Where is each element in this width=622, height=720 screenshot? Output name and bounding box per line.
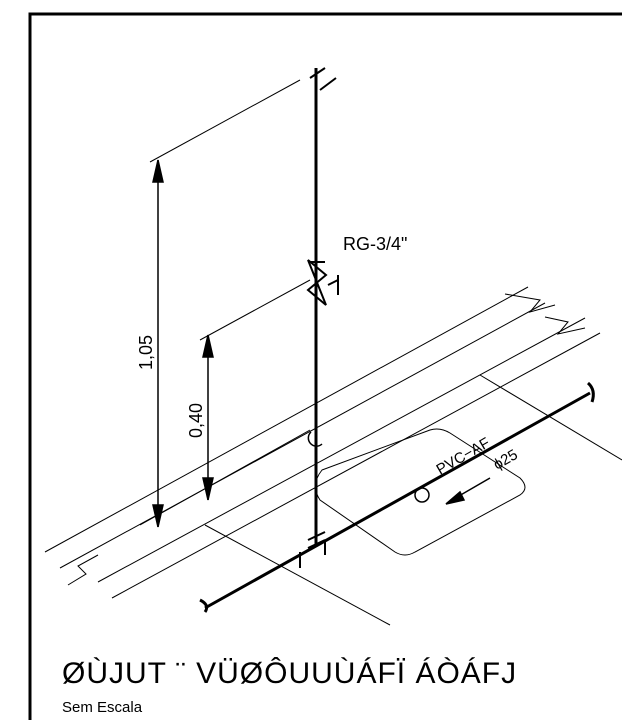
- flow-arrow-icon: [445, 477, 491, 505]
- top-break-icon: [309, 67, 337, 91]
- valve-icon: [306, 259, 339, 306]
- supply-pipe: [199, 381, 595, 613]
- dimension-total: [152, 159, 164, 528]
- dimension-total-label: 1,05: [136, 335, 156, 370]
- drawing-title: ØÙJUT ¨ VÜØÔUUÙÁFÏ ÁÒÁFJ: [62, 656, 517, 690]
- valve-label: RG-3/4": [343, 234, 407, 254]
- dimension-valve-label: 0,40: [186, 403, 206, 438]
- pipe-diameter-label: ϕ25: [491, 446, 521, 473]
- dimension-extensions: [139, 79, 311, 526]
- pipe-fitting-icon: [414, 487, 430, 503]
- elbow-fitting-icon: [307, 425, 323, 447]
- sheet-border: [28, 12, 622, 720]
- scale-note: Sem Escala: [62, 699, 143, 716]
- wall-outlines: [44, 286, 622, 626]
- riser-flange-marks: [299, 531, 326, 568]
- dimension-valve: [202, 334, 214, 501]
